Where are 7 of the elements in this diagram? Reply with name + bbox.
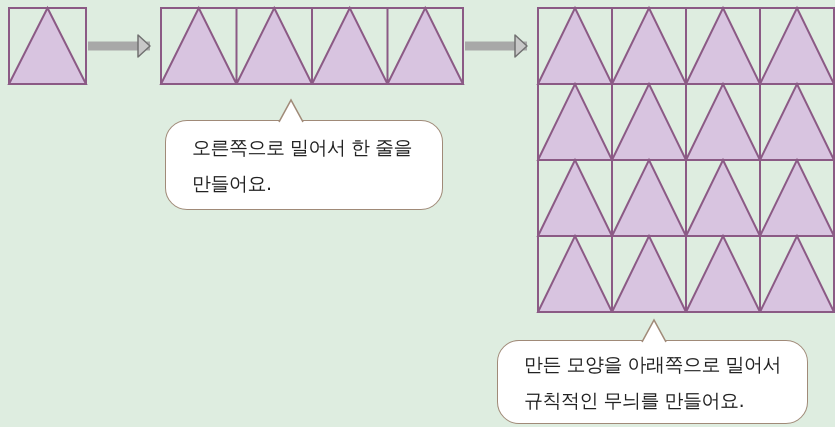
triangle-tile-drawing [538,8,834,312]
triangle-tile-drawing [9,8,86,84]
triangle-tile-drawing [161,8,463,84]
speech-text: 오른쪽으로 밀어서 한 줄을 만들어요. [192,136,414,197]
block-arrow [88,34,151,58]
speech-text: 만든 모양을 아래쪽으로 밀어서 규칙적인 무늬를 만들어요. [524,353,782,414]
block-arrow [465,34,528,58]
